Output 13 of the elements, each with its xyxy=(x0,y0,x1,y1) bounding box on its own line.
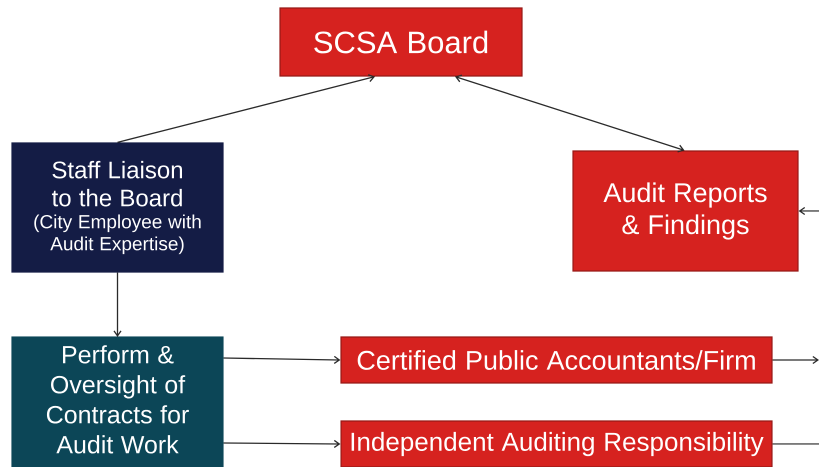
contract-box: Perform & Oversight of Contracts for Audit Work xyxy=(11,336,224,467)
arrow xyxy=(455,74,684,152)
arrow xyxy=(117,74,375,144)
responsibility-box: Independent Auditing Responsibility xyxy=(340,420,773,467)
liaison-box: Staff Liaison to the Board (City Employee with Audit Expertise) xyxy=(11,142,224,273)
firm-box: Certified Public Accountants/Firm xyxy=(340,336,773,384)
arrow xyxy=(772,356,819,364)
arrow xyxy=(224,356,340,364)
arrow xyxy=(798,206,819,216)
board-box: SCSA Board xyxy=(279,7,523,77)
arrow xyxy=(113,272,122,337)
arrow xyxy=(224,440,340,448)
report-box: Audit Reports & Findings xyxy=(572,150,799,272)
